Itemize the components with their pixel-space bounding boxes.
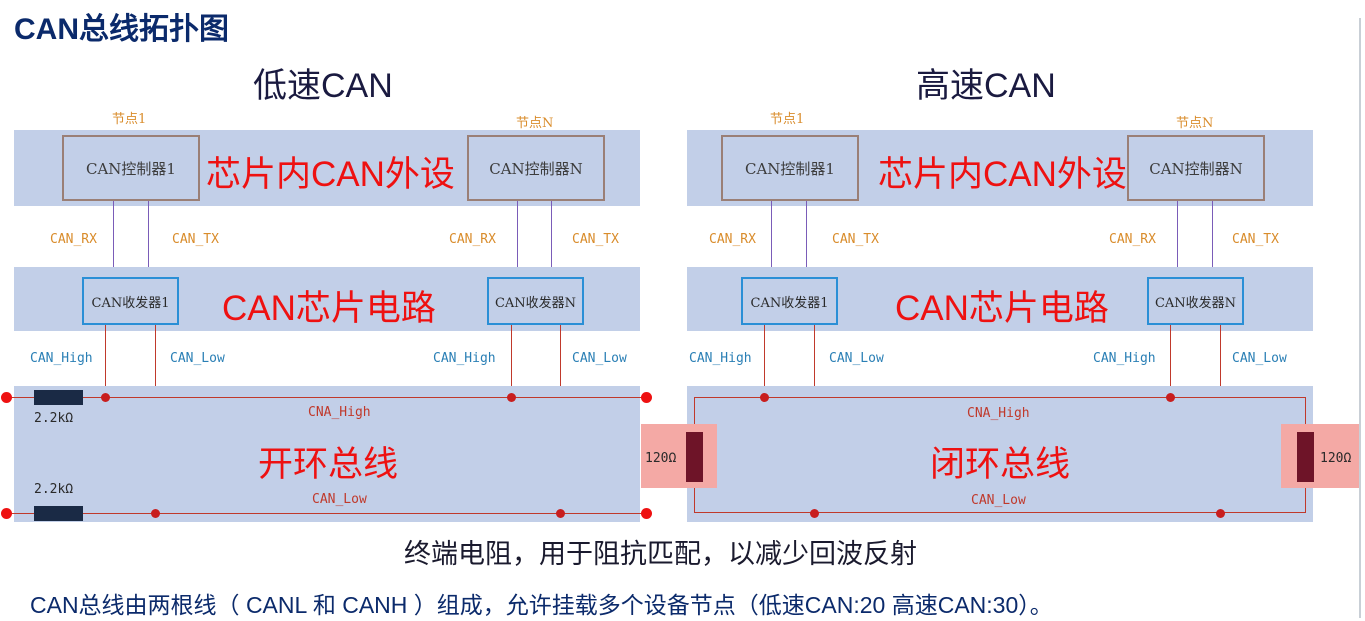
low-bus-band: [14, 386, 640, 522]
high-nodeN-tx-label: CAN_TX: [1232, 232, 1279, 247]
low-bus-high-wire: [6, 397, 646, 398]
low-controller-1: CAN控制器1: [62, 135, 200, 201]
low-node1-high-label: CAN_High: [30, 351, 93, 366]
low-node1-label: 节点1: [112, 112, 147, 127]
low-node1-rx-label: CAN_RX: [50, 232, 97, 247]
high-nodeN-low-label: CAN_Low: [1232, 351, 1287, 366]
high-right-termination-pad: [1281, 424, 1359, 488]
low-node1-tx-label: CAN_TX: [172, 232, 219, 247]
high-right-resistor-value: 120Ω: [1320, 451, 1352, 466]
low-controller-N: CAN控制器N: [467, 135, 605, 201]
high-nodeN-tx-wire: [1212, 201, 1213, 278]
low-low-right-terminal-dot: [641, 508, 652, 519]
low-nodeN-label: 节点N: [516, 116, 554, 131]
high-node1-rx-label: CAN_RX: [709, 232, 756, 247]
low-low-resistor-icon: [34, 506, 83, 521]
slide-title: CAN总线拓扑图: [14, 13, 229, 46]
high-peripheral-label: 芯片内CAN外设: [878, 155, 1127, 194]
low-node1-rx-wire: [113, 201, 114, 278]
high-node1-low-junction: [810, 509, 819, 518]
high-node1-tx-wire: [806, 201, 807, 278]
high-node1-label: 节点1: [770, 112, 805, 127]
high-controller-N: CAN控制器N: [1127, 135, 1265, 201]
low-nodeN-rx-wire: [517, 201, 518, 278]
low-nodeN-high-drop: [511, 325, 512, 397]
high-node1-low-label: CAN_Low: [829, 351, 884, 366]
high-node1-high-junction: [760, 393, 769, 402]
high-node1-high-label: CAN_High: [689, 351, 752, 366]
low-nodeN-rx-label: CAN_RX: [449, 232, 496, 247]
low-node1-low-junction: [151, 509, 160, 518]
low-bus-low-label: CAN_Low: [312, 492, 367, 507]
high-left-resistor-value: 120Ω: [645, 451, 677, 466]
high-transceiver-N: CAN收发器N: [1147, 277, 1244, 325]
high-bus-label: 闭环总线: [930, 445, 1071, 484]
right-edge-rule: [1359, 18, 1361, 618]
low-high-left-terminal-dot: [1, 392, 12, 403]
low-peripheral-label: 芯片内CAN外设: [206, 155, 455, 194]
high-bus-high-label: CNA_High: [967, 406, 1030, 421]
low-chip-circuit-label: CAN芯片电路: [222, 289, 436, 328]
low-nodeN-low-junction: [556, 509, 565, 518]
low-speed-heading: 低速CAN: [253, 67, 393, 105]
low-bus-high-label: CNA_High: [308, 405, 371, 420]
low-transceiver-1: CAN收发器1: [82, 277, 179, 325]
high-nodeN-rx-label: CAN_RX: [1109, 232, 1156, 247]
low-high-resistor-value: 2.2kΩ: [34, 411, 74, 426]
high-node1-high-drop: [764, 325, 765, 397]
high-nodeN-low-junction: [1216, 509, 1225, 518]
high-node1-tx-label: CAN_TX: [832, 232, 879, 247]
high-nodeN-high-junction: [1166, 393, 1175, 402]
low-bus-low-wire: [6, 513, 646, 514]
high-controller-1: CAN控制器1: [721, 135, 859, 201]
low-high-right-terminal-dot: [641, 392, 652, 403]
high-nodeN-high-drop: [1170, 325, 1171, 397]
high-bus-low-label: CAN_Low: [971, 493, 1026, 508]
high-left-termination-pad: [641, 424, 717, 488]
high-nodeN-rx-wire: [1177, 201, 1178, 278]
low-low-left-terminal-dot: [1, 508, 12, 519]
high-bus-band: [687, 386, 1313, 522]
low-nodeN-tx-wire: [551, 201, 552, 278]
low-node1-high-junction: [101, 393, 110, 402]
footer-note: CAN总线由两根线（ CANL 和 CANH ）组成，允许挂载多个设备节点（低速…: [30, 592, 1053, 618]
low-node1-low-label: CAN_Low: [170, 351, 225, 366]
low-nodeN-low-label: CAN_Low: [572, 351, 627, 366]
low-low-resistor-value: 2.2kΩ: [34, 482, 74, 497]
low-nodeN-high-label: CAN_High: [433, 351, 496, 366]
termination-caption: 终端电阻，用于阻抗匹配，以减少回波反射: [404, 539, 917, 569]
low-transceiver-N: CAN收发器N: [487, 277, 584, 325]
low-node1-tx-wire: [148, 201, 149, 278]
high-node1-rx-wire: [771, 201, 772, 278]
high-right-resistor-icon: [1297, 432, 1314, 482]
high-speed-heading: 高速CAN: [916, 67, 1056, 105]
low-nodeN-high-junction: [507, 393, 516, 402]
high-chip-circuit-label: CAN芯片电路: [895, 289, 1109, 328]
high-nodeN-high-label: CAN_High: [1093, 351, 1156, 366]
high-nodeN-label: 节点N: [1176, 116, 1214, 131]
low-high-resistor-icon: [34, 390, 83, 405]
low-bus-label: 开环总线: [258, 445, 399, 484]
high-transceiver-1: CAN收发器1: [741, 277, 838, 325]
high-left-resistor-icon: [686, 432, 703, 482]
low-nodeN-tx-label: CAN_TX: [572, 232, 619, 247]
low-node1-high-drop: [105, 325, 106, 397]
